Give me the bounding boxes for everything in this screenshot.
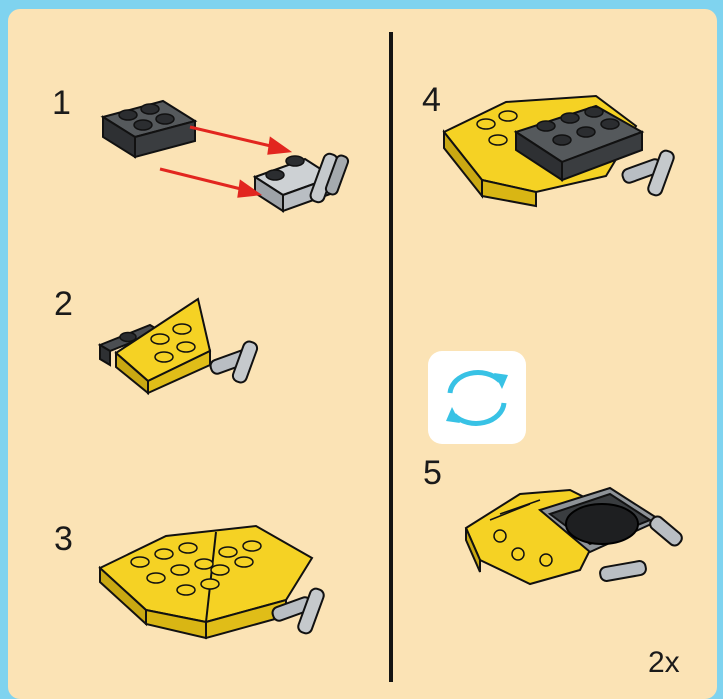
step-number-2: 2: [54, 287, 73, 321]
rotate-icon: [428, 351, 526, 444]
step-3-illustration: [96, 518, 336, 648]
step-2-illustration: [90, 295, 275, 410]
step-1-illustration: [95, 95, 355, 220]
step-number-3: 3: [54, 522, 73, 556]
step-number-1: 1: [52, 86, 71, 120]
step-4-illustration: [436, 92, 696, 222]
step-5-illustration: [460, 480, 690, 610]
quantity-label: 2x: [648, 648, 680, 678]
step-number-5: 5: [423, 456, 442, 490]
column-divider: [389, 32, 393, 682]
rotate-icon-box: [428, 351, 526, 444]
